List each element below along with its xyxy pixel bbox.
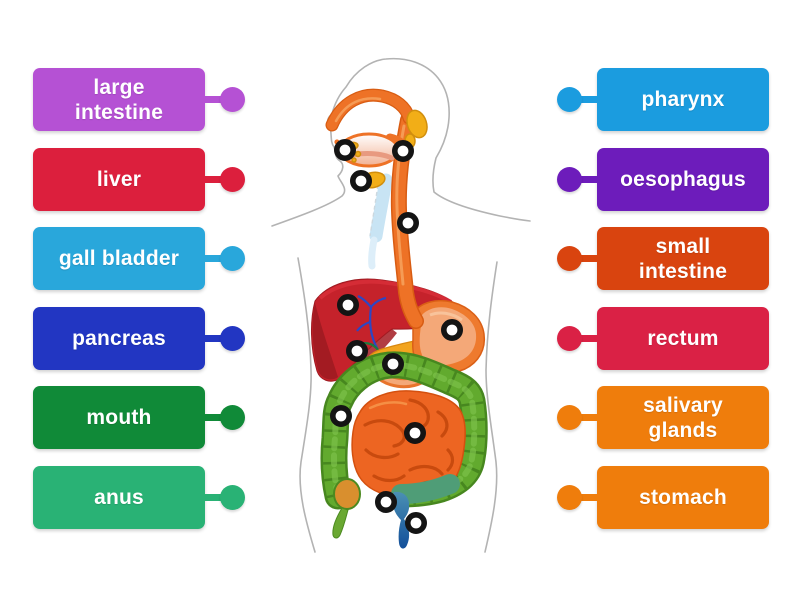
pin-mouth[interactable] [334, 139, 357, 162]
pin-oesophagus[interactable] [397, 212, 420, 235]
body-outline [271, 57, 531, 553]
label-tag-pancreas[interactable]: pancreas [33, 307, 245, 370]
connector-knob-rectum[interactable] [557, 326, 582, 351]
label-text-large-intestine: large intestine [74, 75, 164, 124]
connector-knob-pancreas[interactable] [220, 326, 245, 351]
label-text-gall-bladder: gall bladder [58, 247, 180, 270]
pin-salivary-glands[interactable] [350, 170, 373, 193]
connector-stem [204, 255, 221, 262]
connector-stem [204, 176, 221, 183]
connector-stem [204, 494, 221, 501]
label-tag-gall-bladder[interactable]: gall bladder [33, 227, 245, 290]
connector-knob-large-intestine[interactable] [220, 87, 245, 112]
salivary-glands [345, 109, 428, 189]
digestive-system-diagram [271, 57, 531, 553]
connector-knob-gall-bladder[interactable] [220, 246, 245, 271]
connector-stem [204, 96, 221, 103]
label-tag-rectum[interactable]: rectum [557, 307, 769, 370]
label-tag-pharynx[interactable]: pharynx [557, 68, 769, 131]
connector-knob-stomach[interactable] [557, 485, 582, 510]
pin-liver[interactable] [337, 293, 360, 316]
bile-ducts [353, 295, 387, 352]
label-text-stomach: stomach [639, 486, 727, 509]
connector-knob-salivary-glands[interactable] [557, 405, 582, 430]
label-tag-stomach[interactable]: stomach [557, 466, 769, 529]
label-tag-anus[interactable]: anus [33, 466, 245, 529]
connector-stem [581, 414, 598, 421]
connector-knob-mouth[interactable] [220, 405, 245, 430]
connector-stem [581, 335, 598, 342]
connector-stem [204, 335, 221, 342]
connector-knob-oesophagus[interactable] [557, 167, 582, 192]
connector-stem [581, 494, 598, 501]
connector-stem [204, 414, 221, 421]
label-text-pharynx: pharynx [641, 88, 725, 111]
label-tag-large-intestine[interactable]: large intestine [33, 68, 245, 131]
connector-knob-pharynx[interactable] [557, 87, 582, 112]
label-tag-mouth[interactable]: mouth [33, 386, 245, 449]
connector-stem [581, 96, 598, 103]
label-text-anus: anus [94, 486, 144, 509]
connector-knob-liver[interactable] [220, 167, 245, 192]
pin-pharynx[interactable] [392, 140, 415, 163]
label-text-liver: liver [96, 168, 142, 191]
label-tag-oesophagus[interactable]: oesophagus [557, 148, 769, 211]
pins-layer [329, 139, 464, 534]
pin-pancreas[interactable] [382, 352, 405, 375]
cecum-appendix [332, 478, 361, 539]
trachea [368, 173, 393, 270]
small-intestine [351, 390, 466, 499]
pin-rectum[interactable] [375, 490, 398, 513]
label-tag-salivary-glands[interactable]: salivary glands [557, 386, 769, 449]
label-text-pancreas: pancreas [72, 327, 166, 350]
pin-stomach[interactable] [441, 318, 464, 341]
label-tag-small-intestine[interactable]: small intestine [557, 227, 769, 290]
label-text-mouth: mouth [86, 406, 152, 429]
connector-knob-small-intestine[interactable] [557, 246, 582, 271]
pin-anus[interactable] [405, 511, 428, 534]
connector-stem [581, 255, 598, 262]
pin-small-intestine[interactable] [404, 421, 427, 444]
connector-knob-anus[interactable] [220, 485, 245, 510]
label-tag-liver[interactable]: liver [33, 148, 245, 211]
label-text-salivary-glands: salivary glands [643, 393, 723, 442]
pin-gall-bladder[interactable] [346, 339, 369, 362]
sigmoid-colon [391, 474, 460, 504]
connector-stem [581, 176, 598, 183]
rectum [393, 491, 410, 549]
pin-large-intestine[interactable] [329, 404, 352, 427]
label-text-rectum: rectum [647, 327, 719, 350]
label-text-small-intestine: small intestine [638, 234, 728, 283]
label-text-oesophagus: oesophagus [620, 168, 746, 191]
